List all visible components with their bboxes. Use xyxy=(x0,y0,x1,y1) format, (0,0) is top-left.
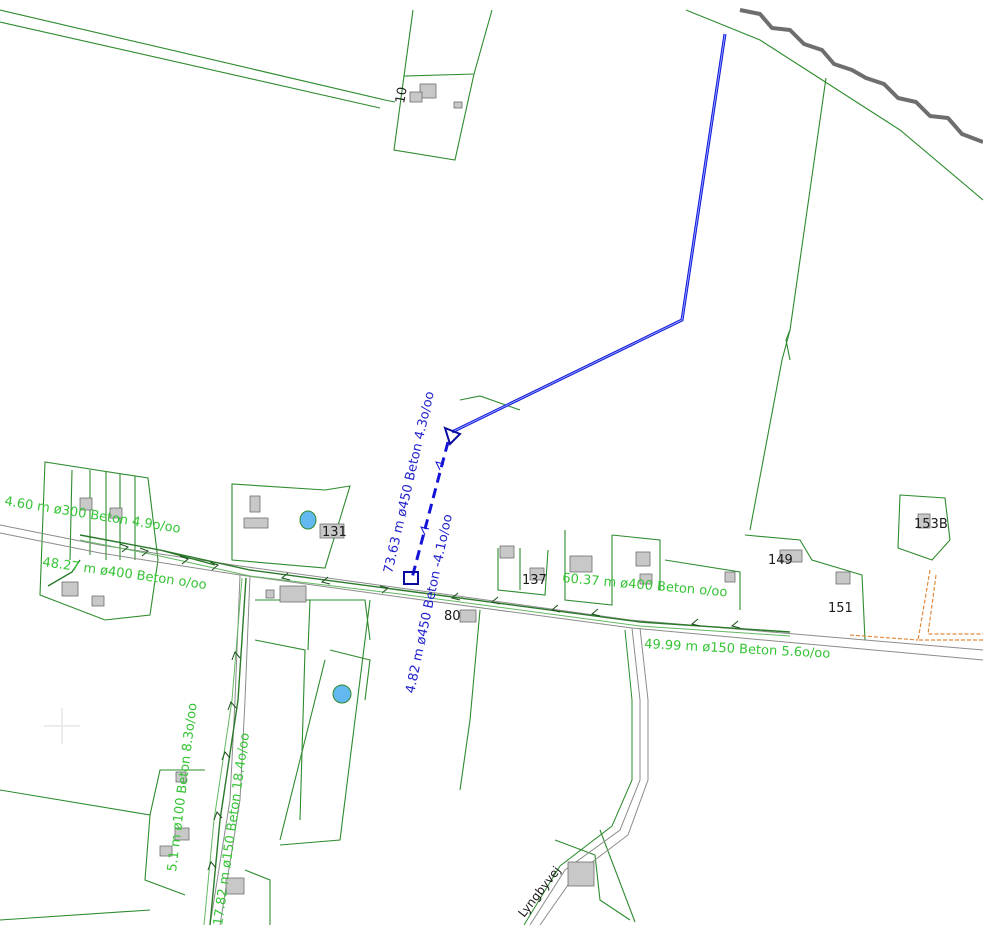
flow-arrows xyxy=(119,543,741,871)
manhole-marker[interactable] xyxy=(403,571,419,585)
private-drain xyxy=(849,569,983,641)
buildings xyxy=(61,83,931,895)
house-number-137: 137 xyxy=(522,573,547,588)
house-number-153b: 153B xyxy=(914,517,948,532)
pipe-label-1: 4.60 m ø300 Beton 4.9o/oo xyxy=(3,494,181,537)
inlet-marker[interactable] xyxy=(443,426,462,446)
pipe-label-6: 49.99 m ø150 Beton 5.6o/oo xyxy=(644,637,831,662)
house-number-131: 131 xyxy=(322,525,347,540)
parcel-lines-south xyxy=(0,461,951,925)
main-pipe xyxy=(403,33,727,585)
house-number-149: 149 xyxy=(768,553,793,568)
ponds xyxy=(299,510,352,704)
pipe-label-3: 73.63 m ø450 Beton 4.3o/oo xyxy=(381,390,438,575)
crosshair-icon xyxy=(44,708,80,744)
parcel-lines-north xyxy=(0,9,983,531)
road-name-lyngbyvej: Lyngbyvej xyxy=(515,864,563,920)
pipe-label-7: 5.1 m ø100 Beton 8.3o/oo xyxy=(165,702,201,872)
coastline xyxy=(739,8,983,144)
house-number-80: 80 xyxy=(444,609,461,624)
house-number-151: 151 xyxy=(828,601,853,616)
lyngbyvej-road xyxy=(523,629,633,926)
roads xyxy=(0,524,983,926)
house-number-10: 10 xyxy=(393,86,411,105)
